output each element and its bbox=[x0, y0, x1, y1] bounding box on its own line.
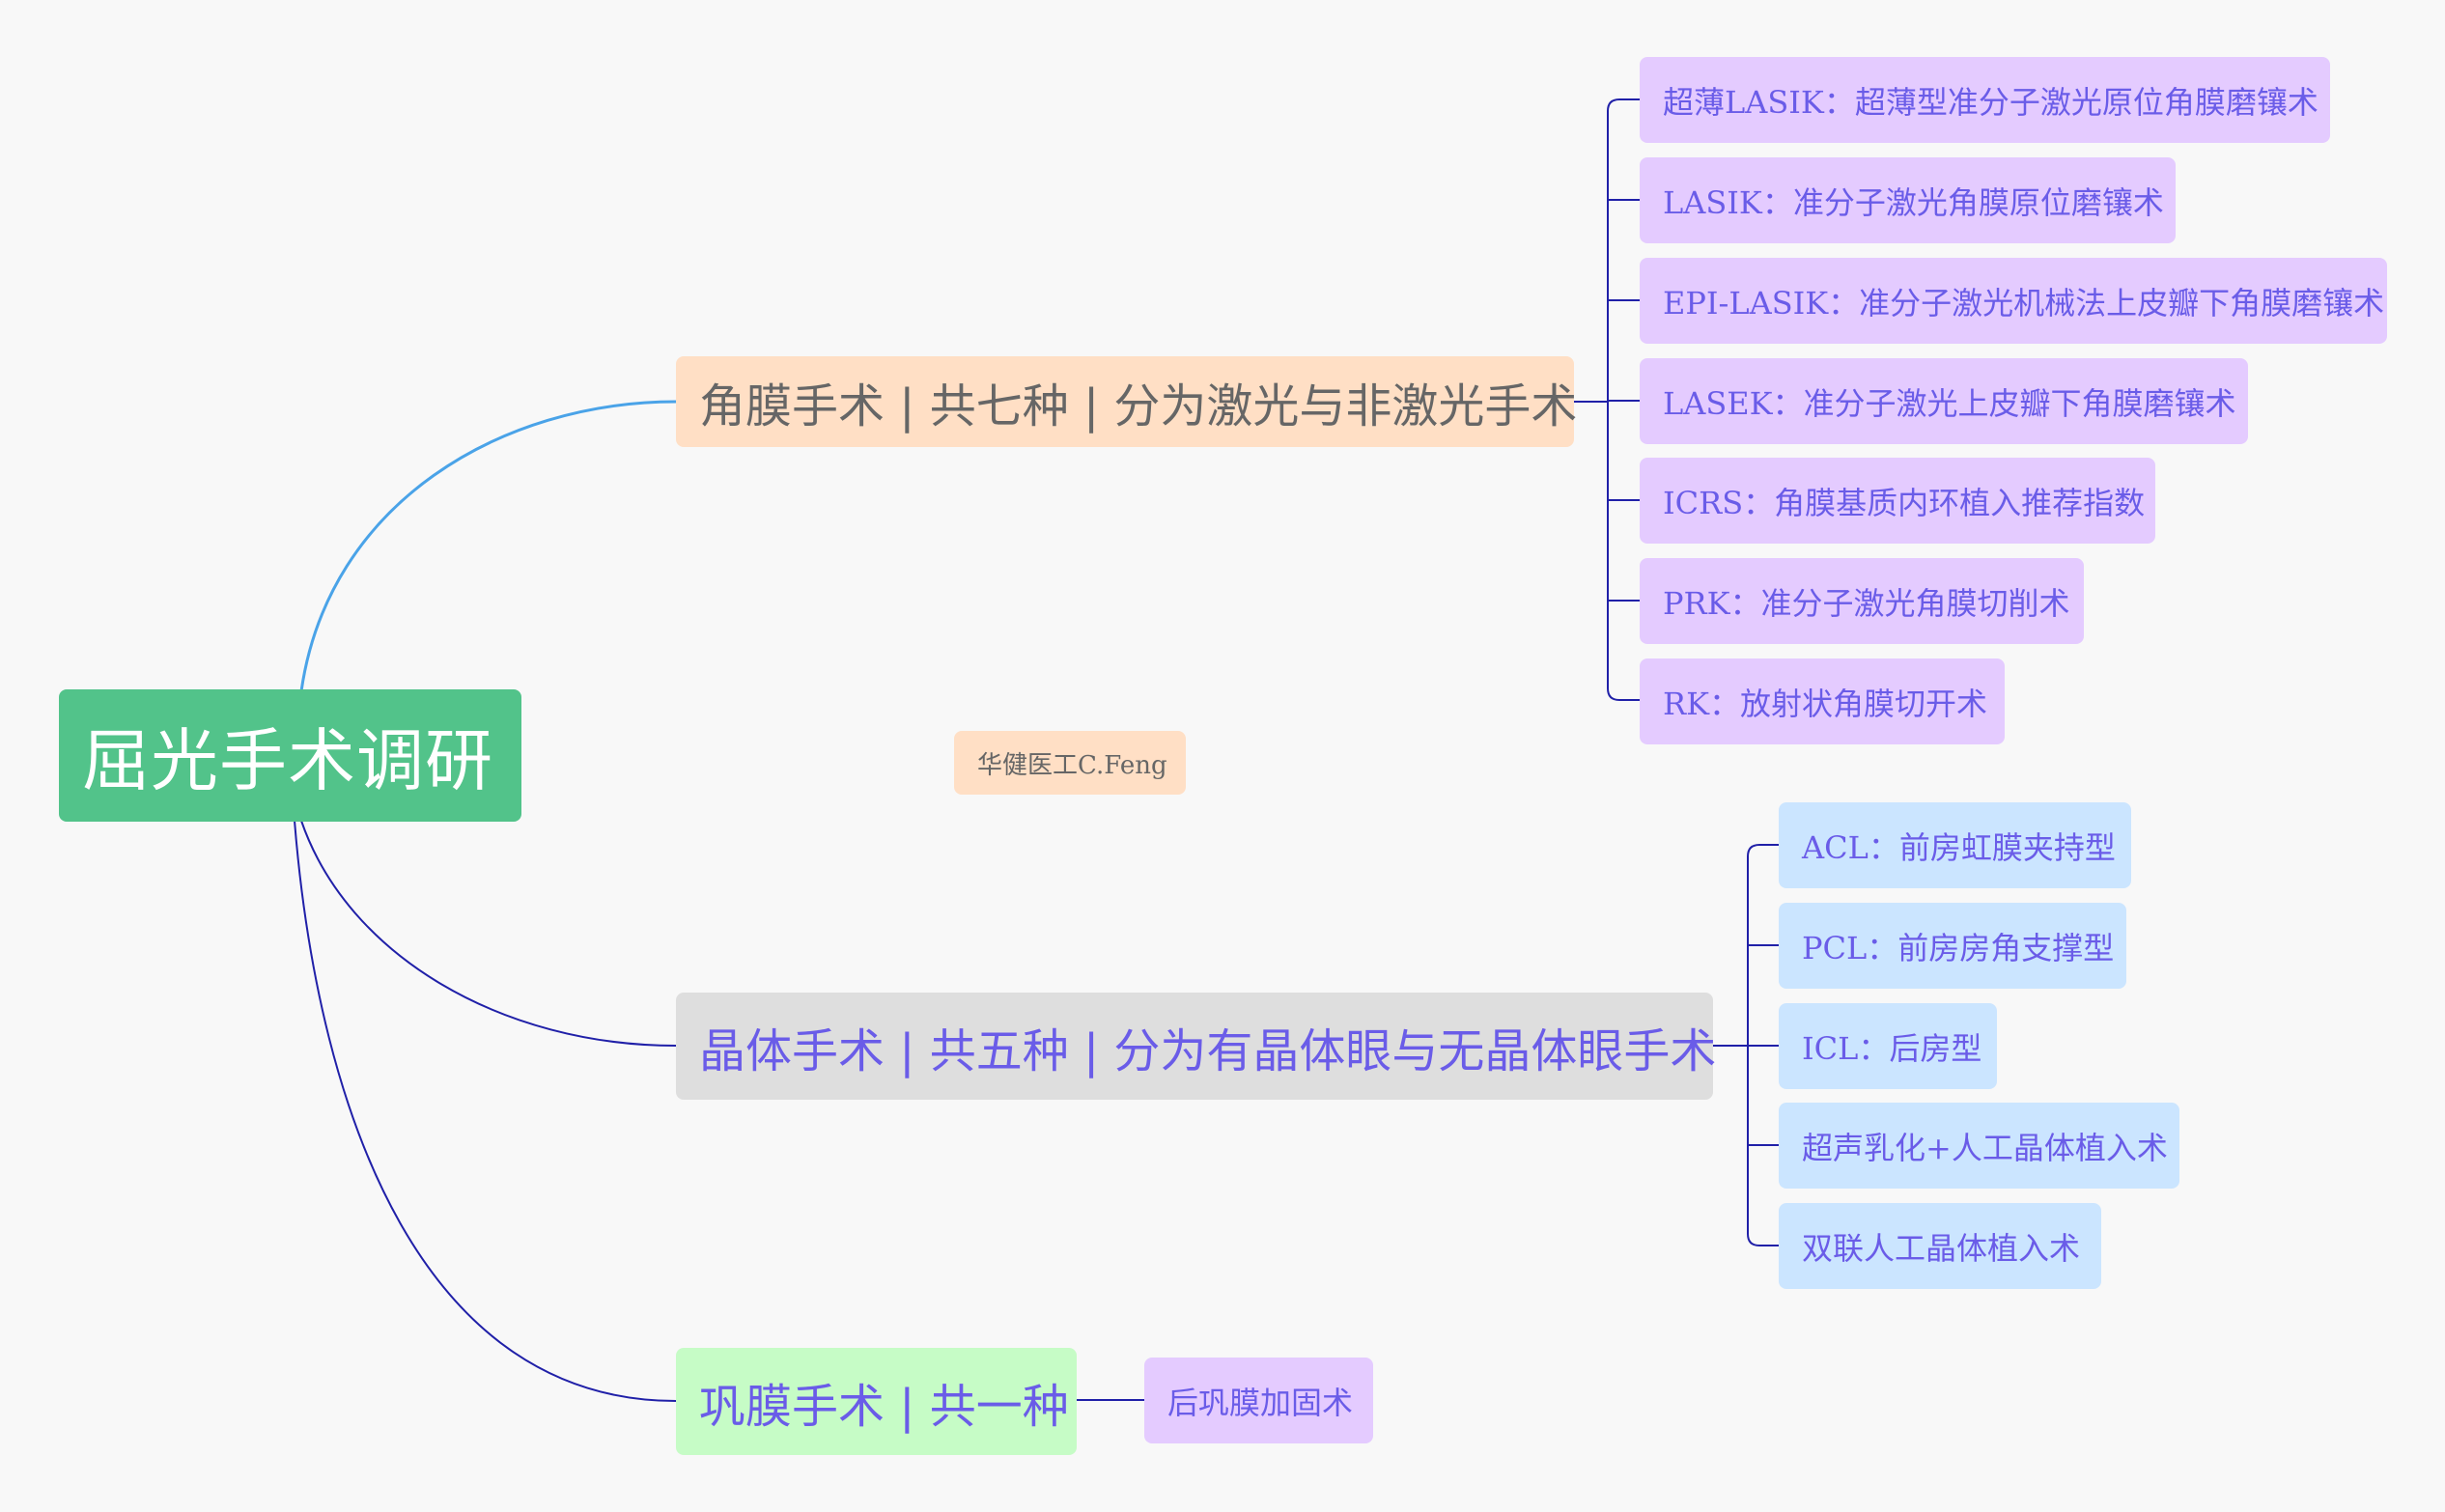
leaf-cornea-lasik[interactable]: LASIK：准分子激光角膜原位磨镶术 bbox=[1640, 157, 2176, 243]
edge-root-sclera bbox=[294, 820, 677, 1402]
edge-root-lens bbox=[300, 820, 677, 1047]
branch-sclera-surgery[interactable]: 巩膜手术 | 共一种 bbox=[676, 1348, 1077, 1455]
leaf-cornea-icrs[interactable]: ICRS：角膜基质内环植入推荐指数 bbox=[1640, 458, 2155, 544]
leaf-lens-acl[interactable]: ACL：前房虹膜夹持型 bbox=[1779, 802, 2131, 888]
leaf-lens-pcl[interactable]: PCL：前房房角支撑型 bbox=[1779, 903, 2126, 989]
bracket-lens bbox=[1713, 844, 1779, 1246]
leaf-cornea-prk[interactable]: PRK：准分子激光角膜切削术 bbox=[1640, 558, 2084, 644]
bracket-cornea bbox=[1574, 98, 1640, 701]
edge-root-cornea bbox=[299, 400, 677, 692]
leaf-cornea-epi-lasik[interactable]: EPI-LASIK：准分子激光机械法上皮瓣下角膜磨镶术 bbox=[1640, 258, 2387, 344]
root-topic[interactable]: 屈光手术调研 bbox=[59, 689, 521, 822]
leaf-lens-dual-iol[interactable]: 双联人工晶体植入术 bbox=[1779, 1203, 2101, 1289]
leaf-cornea-lasek[interactable]: LASEK：准分子激光上皮瓣下角膜磨镶术 bbox=[1640, 358, 2248, 444]
author-watermark: 华健医工C.Feng bbox=[954, 731, 1186, 795]
leaf-lens-icl[interactable]: ICL：后房型 bbox=[1779, 1003, 1997, 1089]
branch-cornea-surgery[interactable]: 角膜手术 | 共七种 | 分为激光与非激光手术 bbox=[676, 356, 1577, 447]
branch-lens-surgery[interactable]: 晶体手术 | 共五种 | 分为有晶体眼与无晶体眼手术 bbox=[676, 993, 1716, 1100]
leaf-sclera-reinforcement[interactable]: 后巩膜加固术 bbox=[1144, 1358, 1373, 1443]
leaf-lens-phaco-iol[interactable]: 超声乳化+人工晶体植入术 bbox=[1779, 1103, 2179, 1189]
leaf-cornea-rk[interactable]: RK：放射状角膜切开术 bbox=[1640, 658, 2005, 744]
leaf-cornea-thin-lasik[interactable]: 超薄LASIK：超薄型准分子激光原位角膜磨镶术 bbox=[1640, 57, 2330, 143]
